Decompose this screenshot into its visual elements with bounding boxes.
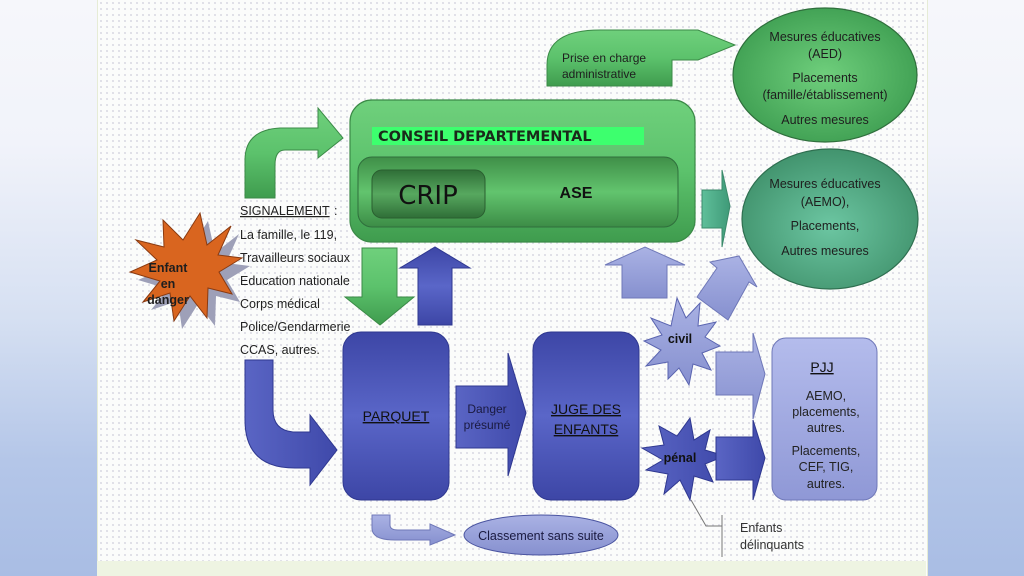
classement-label: Classement sans suite bbox=[478, 529, 604, 543]
aed-line: (famille/établissement) bbox=[762, 88, 887, 102]
signalement-title: SIGNALEMENT bbox=[240, 204, 330, 218]
bottom-strip bbox=[97, 561, 926, 576]
danger-presume-line: présumé bbox=[464, 418, 511, 432]
aed-line: Mesures éducatives bbox=[769, 30, 880, 44]
conseil-title-bg bbox=[372, 127, 644, 145]
danger-presume-arrow: Danger présumé bbox=[455, 352, 527, 477]
burst-line: danger bbox=[147, 293, 189, 307]
pjj-title: PJJ bbox=[810, 359, 833, 375]
classement-arrow bbox=[371, 514, 457, 546]
aemo-line: Placements, bbox=[791, 219, 860, 233]
penal-arrow-to-pjj bbox=[715, 419, 766, 501]
civil-burst: civil bbox=[642, 296, 722, 387]
burst-line: en bbox=[161, 277, 176, 291]
parquet-label: PARQUET bbox=[363, 408, 430, 424]
signalement-item: La famille, le 119, bbox=[240, 228, 337, 242]
delinquants-line: Enfants bbox=[740, 521, 782, 535]
pjj-line: Placements, bbox=[792, 444, 861, 458]
classement-sans-suite: Classement sans suite bbox=[463, 514, 619, 556]
signalement-item: Corps médical bbox=[240, 297, 320, 311]
pjj-line: CEF, TIG, bbox=[799, 460, 854, 474]
green-down-arrow bbox=[343, 247, 416, 326]
enfants-delinquants-callout: Enfants délinquants bbox=[690, 499, 804, 557]
pjj-box: PJJ AEMO, placements, autres. Placements… bbox=[771, 337, 878, 501]
ase-label: ASE bbox=[560, 185, 593, 202]
juge-line: ENFANTS bbox=[554, 421, 619, 437]
aemo-line: Autres mesures bbox=[781, 244, 869, 258]
civil-label: civil bbox=[668, 332, 692, 346]
conseil-title: CONSEIL DEPARTEMENTAL bbox=[378, 129, 592, 145]
civil-arrow-to-pjj bbox=[715, 332, 766, 420]
signalement-item: CCAS, autres. bbox=[240, 343, 320, 357]
aemo-line: (AEMO), bbox=[801, 195, 850, 209]
danger-presume-line: Danger bbox=[467, 402, 506, 416]
aed-line: Autres mesures bbox=[781, 113, 869, 127]
prise-label-1: Prise en charge bbox=[562, 51, 646, 65]
penal-label: pénal bbox=[664, 451, 697, 465]
aemo-line: Mesures éducatives bbox=[769, 177, 880, 191]
delinquants-line: délinquants bbox=[740, 538, 804, 552]
conseil-departemental-box: CONSEIL DEPARTEMENTAL CRIP ASE bbox=[349, 99, 696, 243]
ellipse-aed: Mesures éducatives (AED) Placements (fam… bbox=[732, 7, 918, 143]
prise-en-charge-arrow: Prise en charge administrative bbox=[546, 29, 737, 87]
signalement-item: Police/Gendarmerie bbox=[240, 320, 351, 334]
diagonal-arrow-to-aemo bbox=[696, 255, 758, 321]
blue-curved-arrow bbox=[244, 359, 338, 487]
signalement-list: SIGNALEMENT : La famille, le 119, Travai… bbox=[240, 204, 351, 357]
signalement-colon: : bbox=[334, 204, 337, 218]
signalement-item: Education nationale bbox=[240, 274, 350, 288]
pjj-line: AEMO, bbox=[806, 389, 846, 403]
juge-des-enfants-box: JUGE DES ENFANTS bbox=[532, 331, 640, 501]
parquet-box: PARQUET bbox=[342, 331, 450, 501]
crip-label: CRIP bbox=[398, 181, 458, 211]
teal-arrow-to-aemo bbox=[701, 169, 731, 248]
signalement-item: Travailleurs sociaux bbox=[240, 251, 351, 265]
pjj-line: autres. bbox=[807, 421, 845, 435]
blue-up-arrow bbox=[398, 246, 472, 326]
prise-label-2: administrative bbox=[562, 67, 636, 81]
penal-burst: pénal bbox=[640, 416, 727, 502]
juge-line: JUGE DES bbox=[551, 401, 621, 417]
green-curved-arrow bbox=[244, 106, 344, 199]
pjj-line: placements, bbox=[792, 405, 859, 419]
aed-line: Placements bbox=[792, 71, 857, 85]
burst-line: Enfant bbox=[149, 261, 189, 275]
pjj-line: autres. bbox=[807, 477, 845, 491]
aed-line: (AED) bbox=[808, 47, 842, 61]
enfant-en-danger-burst: Enfant en danger bbox=[128, 211, 250, 329]
light-blue-up-arrow bbox=[604, 246, 686, 299]
ellipse-aemo: Mesures éducatives (AEMO), Placements, A… bbox=[741, 148, 919, 290]
